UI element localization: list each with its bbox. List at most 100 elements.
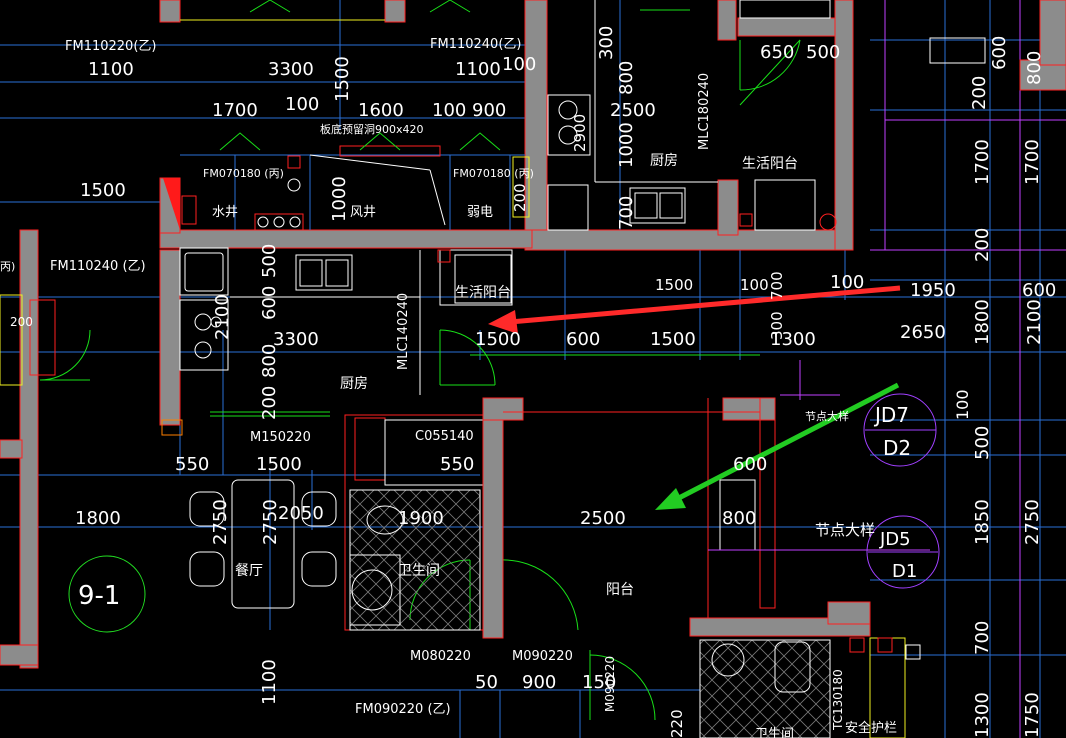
window-symbols [39, 0, 801, 721]
dim: 500 [806, 42, 840, 63]
dim: 2500 [610, 100, 656, 121]
vertical-labels: MLC180240 MLC140240 M090220 TC130180 [396, 73, 845, 731]
labels: FM110220(乙) FM110240(乙) FM110240 (乙) 丙) … [0, 37, 917, 738]
label: FM110220(乙) [65, 39, 156, 54]
label: 板底预留洞900x420 [320, 122, 424, 136]
label: M080220 [410, 649, 471, 664]
dim: 2050 [278, 503, 324, 524]
label: M090220 [512, 649, 573, 664]
dim: 1300 [972, 692, 993, 738]
dim: 700 [616, 196, 637, 230]
dim: 700 [768, 271, 786, 300]
label: 卫生间 [398, 563, 440, 579]
label: 节点大样 [815, 521, 875, 539]
dim: 600 [989, 36, 1010, 70]
dim: 1700 [972, 139, 993, 185]
dim: 1500 [650, 329, 696, 350]
label: 水井 [212, 205, 238, 220]
green-arrow [655, 382, 900, 510]
dim: 1500 [475, 329, 521, 350]
dim: 500 [972, 426, 993, 460]
label: D2 [883, 436, 911, 460]
dim: 1850 [972, 499, 993, 545]
dimensions: 1100 3300 1100 100 1700 100 1600 100 900… [75, 42, 1056, 693]
label: M090220 [603, 656, 617, 712]
label: MLC180240 [697, 73, 712, 150]
dim: 200 [972, 228, 993, 262]
dim: 1700 [1022, 139, 1043, 185]
bottom-bathroom [699, 637, 921, 738]
dim: 150 [582, 672, 616, 693]
shafts [159, 145, 533, 249]
label: JD5 [879, 529, 911, 550]
label: FM070180 (丙) [203, 167, 284, 180]
dim: 600 [1022, 280, 1056, 301]
label: 餐厅 [235, 563, 263, 579]
label: FM110240(乙) [430, 37, 521, 52]
label: 厨房 [650, 153, 678, 169]
label: C055140 [415, 429, 474, 444]
dim: 100 [740, 276, 769, 294]
label: 9-1 [78, 581, 120, 611]
dim: 200 [259, 386, 280, 420]
label: 200 [10, 315, 33, 329]
dim: 2900 [571, 114, 589, 152]
dim: 1500 [332, 56, 353, 102]
label: 阳台 [606, 582, 634, 598]
dim: 1950 [910, 280, 956, 301]
dim: 900 [472, 100, 506, 121]
dim: 200 [969, 76, 990, 110]
top-walls [159, 0, 854, 251]
axis-circle [68, 555, 146, 633]
kitchen-mid [159, 247, 513, 436]
dim: 600 [733, 454, 767, 475]
dim: 1750 [1022, 692, 1043, 738]
label: FM090220 (乙) [355, 702, 451, 717]
dim: 550 [440, 454, 474, 475]
label: 安全护栏 [845, 720, 897, 736]
label: 厨房 [340, 376, 368, 392]
dim: 1300 [770, 329, 816, 350]
dim: 1100 [259, 659, 280, 705]
dim: 1800 [972, 299, 993, 345]
dim: 220 [668, 709, 686, 738]
detail-circle-jd5 [866, 515, 940, 589]
dim: 800 [722, 508, 756, 529]
red-arrow [488, 285, 901, 334]
label: 风井 [350, 205, 376, 220]
dim: 1100 [88, 59, 134, 80]
dim: 100 [502, 54, 536, 75]
label: 弱电 [467, 205, 493, 220]
dim: 1500 [80, 180, 126, 201]
dim: 1500 [256, 454, 302, 475]
magenta-outline [870, 0, 1066, 738]
dim: 3300 [268, 59, 314, 80]
dim: 100 [285, 94, 319, 115]
dim: 1000 [616, 122, 637, 168]
dim: 500 [259, 244, 280, 278]
dim: 1000 [329, 176, 350, 222]
dim: 2500 [580, 508, 626, 529]
dim: 200 [511, 183, 529, 212]
label: 生活阳台 [742, 156, 798, 172]
label: 丙) [0, 260, 15, 273]
balcony-walls [482, 360, 930, 639]
dining-set [189, 479, 337, 609]
dim: 650 [760, 42, 794, 63]
dim: 2100 [1024, 299, 1045, 345]
dim: 300 [768, 311, 786, 340]
dim: 600 [259, 286, 280, 320]
dim: 100 [830, 272, 864, 293]
dim: 600 [566, 329, 600, 350]
label: TC130180 [831, 669, 845, 731]
dim: 1800 [75, 508, 121, 529]
dim: 800 [616, 61, 637, 95]
dim: 100 [953, 389, 972, 420]
dim: 1600 [358, 100, 404, 121]
dim: 2750 [1022, 499, 1043, 545]
dim: 550 [175, 454, 209, 475]
dim: 1500 [655, 276, 693, 294]
dim: 3300 [273, 329, 319, 350]
left-walls [0, 229, 56, 669]
